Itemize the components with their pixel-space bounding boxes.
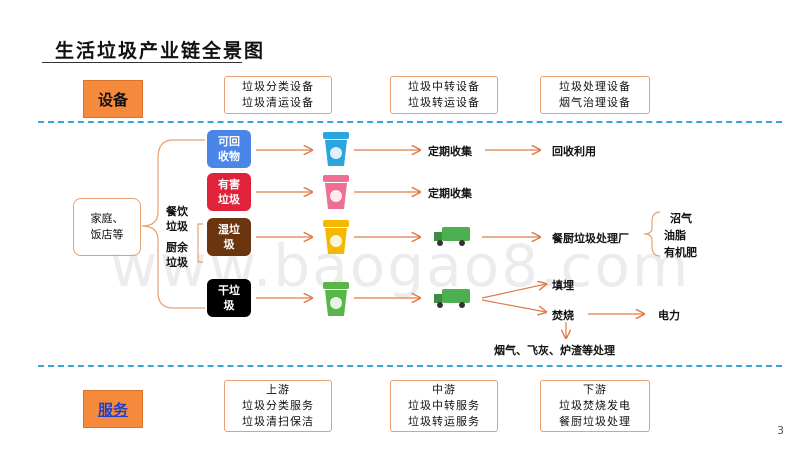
page-title: 生活垃圾产业链全景图 — [55, 40, 266, 62]
category-dry-line1: 干垃 — [218, 284, 240, 297]
source-box: 家庭、 饭店等 — [73, 198, 141, 256]
kitchen-brace — [197, 223, 203, 263]
service-midstream-line3: 垃圾转运服务 — [408, 415, 480, 428]
landfill-label: 填埋 — [552, 279, 574, 292]
output-brace — [643, 211, 661, 257]
hazardous-bin-icon — [323, 175, 349, 209]
watermark: www.baogao8.com — [110, 232, 691, 300]
source-brace — [141, 139, 174, 309]
category-hazardous-line1: 有害 — [218, 178, 240, 191]
wet-bin-icon — [323, 220, 349, 254]
equipment-box-2: 垃圾中转设备 垃圾转运设备 — [390, 76, 498, 114]
service-box-upstream: 上游 垃圾分类服务 垃圾清扫保洁 — [224, 380, 332, 432]
category-dry: 干垃 圾 — [207, 279, 251, 317]
category-recyclable: 可回 收物 — [207, 130, 251, 168]
kitchen-waste-label: 厨余垃圾 — [166, 241, 188, 269]
equipment-box-3-line2: 烟气治理设备 — [559, 96, 631, 109]
category-hazardous: 有害 垃圾 — [207, 173, 251, 211]
arrow-incinerate — [481, 299, 546, 312]
category-wet: 湿垃 圾 — [207, 218, 251, 256]
equipment-label: 设备 — [97, 90, 128, 109]
service-downstream-line2: 垃圾焚烧发电 — [559, 399, 631, 412]
page-number: 3 — [777, 424, 784, 437]
incinerate-label: 焚烧 — [552, 309, 574, 322]
service-downstream-line1: 下游 — [583, 383, 607, 396]
category-recyclable-line1: 可回 — [218, 135, 240, 148]
equipment-box-2-line1: 垃圾中转设备 — [408, 80, 480, 93]
recycle-bin-icon — [323, 132, 349, 166]
service-midstream-line2: 垃圾中转服务 — [408, 399, 480, 412]
collect-label-1: 定期收集 — [428, 145, 472, 158]
service-downstream-line3: 餐厨垃圾处理 — [559, 415, 631, 428]
equipment-box-2-line2: 垃圾转运设备 — [408, 96, 480, 109]
recycle-label: 回收利用 — [552, 145, 596, 158]
service-upstream-line2: 垃圾分类服务 — [242, 399, 314, 412]
service-label-link[interactable]: 服务 — [97, 400, 128, 419]
equipment-box-1-line1: 垃圾分类设备 — [242, 80, 314, 93]
service-box-downstream: 下游 垃圾焚烧发电 餐厨垃圾处理 — [540, 380, 650, 432]
equipment-box-3-line1: 垃圾处理设备 — [559, 80, 631, 93]
equipment-box-3: 垃圾处理设备 烟气治理设备 — [540, 76, 650, 114]
equipment-box-1: 垃圾分类设备 垃圾清运设备 — [224, 76, 332, 114]
service-upstream-line1: 上游 — [266, 383, 290, 396]
kitchen-plant-label: 餐厨垃圾处理厂 — [552, 232, 629, 245]
title-underline — [42, 62, 242, 63]
source-line2: 饭店等 — [90, 228, 124, 241]
category-recyclable-line2: 收物 — [218, 150, 240, 163]
dry-bin-icon — [323, 282, 349, 316]
garbage-truck-icon — [434, 227, 470, 246]
output-fertilizer: 有机肥 — [664, 246, 697, 259]
source-line1: 家庭、 — [90, 212, 124, 225]
service-upstream-line3: 垃圾清扫保洁 — [242, 415, 314, 428]
service-box-midstream: 中游 垃圾中转服务 垃圾转运服务 — [390, 380, 498, 432]
divider-top — [38, 121, 782, 123]
service-label-box[interactable]: 服务 — [83, 390, 143, 428]
category-dry-line2: 圾 — [223, 299, 235, 312]
residue-label: 烟气、飞灰、炉渣等处理 — [494, 344, 615, 357]
category-wet-line1: 湿垃 — [218, 223, 240, 236]
equipment-box-1-line2: 垃圾清运设备 — [242, 96, 314, 109]
service-midstream-line1: 中游 — [432, 383, 456, 396]
collect-label-2: 定期收集 — [428, 187, 472, 200]
power-label: 电力 — [658, 309, 680, 322]
catering-waste-label: 餐饮垃圾 — [166, 205, 188, 233]
output-oil: 油脂 — [664, 229, 686, 242]
arrow-landfill — [481, 284, 546, 299]
divider-bottom — [38, 365, 782, 367]
equipment-label-box: 设备 — [83, 80, 143, 118]
category-wet-line2: 圾 — [223, 238, 235, 251]
garbage-truck-icon — [434, 289, 470, 308]
category-hazardous-line2: 垃圾 — [218, 193, 240, 206]
output-biogas: 沼气 — [670, 212, 692, 225]
